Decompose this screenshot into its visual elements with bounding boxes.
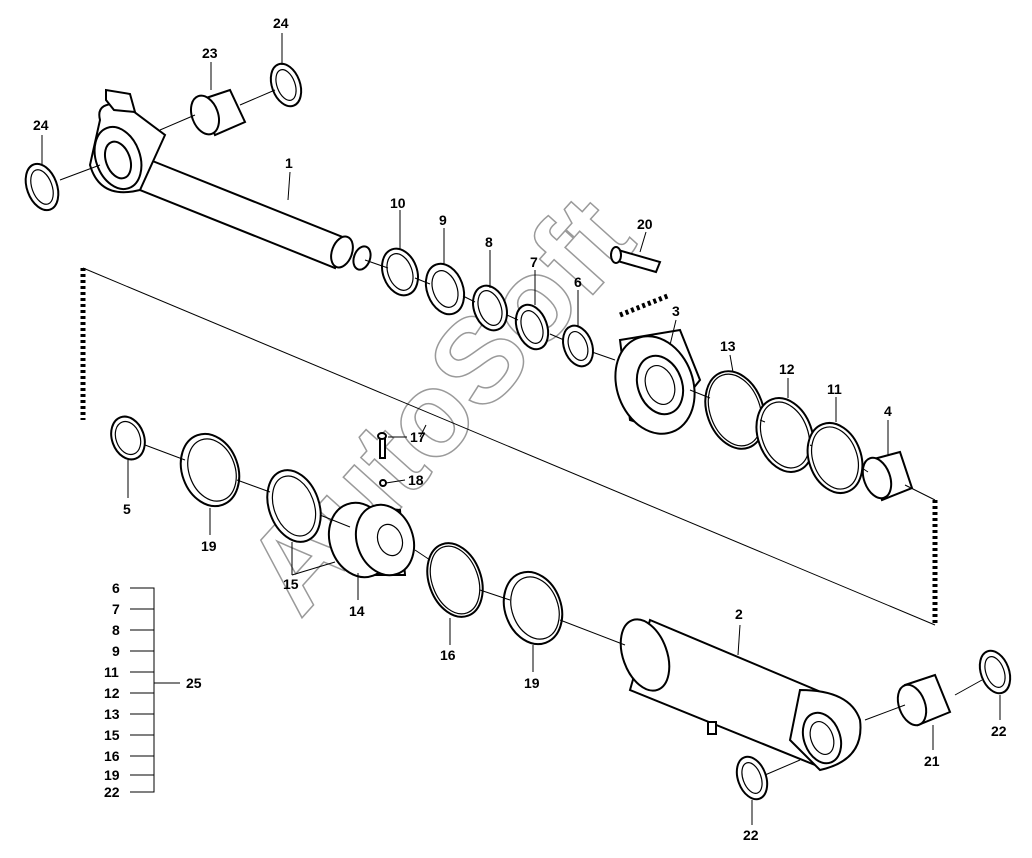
kit-item: 11 (104, 664, 119, 680)
callout-19-right: 19 (524, 675, 540, 691)
callout-10: 10 (390, 195, 406, 211)
callout-5: 5 (123, 501, 131, 517)
callout-22-bottom: 22 (743, 827, 759, 843)
seal-ring-part-7 (514, 303, 550, 351)
callout-2: 2 (735, 606, 743, 622)
screw-part-17 (377, 432, 387, 459)
callout-14: 14 (349, 603, 365, 619)
callout-24-left: 24 (33, 117, 49, 133)
wear-ring-part-19-left (179, 432, 241, 508)
kit-item: 7 (112, 601, 120, 617)
seal-ring-part-11 (806, 422, 864, 494)
seal-ring-part-5 (110, 415, 146, 461)
callout-23: 23 (202, 45, 218, 61)
seal-ring-part-16 (426, 542, 484, 618)
callout-21: 21 (924, 753, 940, 769)
callout-3: 3 (672, 303, 680, 319)
callout-9: 9 (439, 212, 447, 228)
bushing-part-21 (896, 673, 952, 727)
callout-16: 16 (440, 647, 456, 663)
seal-ring-part-24-top (269, 62, 303, 108)
cylinder-head-part-3 (614, 328, 702, 435)
callout-7: 7 (530, 254, 538, 270)
callout-15: 15 (283, 576, 299, 592)
callout-8: 8 (485, 234, 493, 250)
seal-ring-part-6 (562, 324, 594, 368)
wear-ring-part-19-right (502, 570, 564, 646)
callout-13: 13 (720, 338, 736, 354)
bushing-part-4 (861, 450, 914, 502)
kit-item: 8 (112, 622, 120, 638)
assembly-axis-lines (59, 89, 983, 776)
callout-labels: 24 23 24 1 10 9 8 7 6 20 3 13 12 11 4 17… (33, 15, 1007, 843)
callout-22-right: 22 (991, 723, 1007, 739)
kit-item: 19 (104, 767, 120, 783)
kit-item: 13 (104, 706, 120, 722)
seal-ring-part-22-bottom (735, 755, 769, 801)
seal-ring-part-12 (755, 397, 815, 473)
callout-1: 1 (285, 155, 293, 171)
callout-19-left: 19 (201, 538, 217, 554)
bushing-part-23 (189, 88, 247, 137)
kit-item: 15 (104, 727, 120, 743)
callout-11: 11 (827, 381, 842, 397)
kit-label-25: 25 (186, 675, 202, 691)
callout-6: 6 (574, 274, 582, 290)
ball-part-18 (379, 479, 387, 487)
kit-item: 12 (104, 685, 120, 701)
callout-20: 20 (637, 216, 653, 232)
callout-leaders (41, 33, 1001, 825)
seal-ring-part-9 (424, 262, 466, 316)
seal-ring-part-10 (381, 247, 419, 297)
bolt-part-20 (610, 246, 662, 274)
callout-4: 4 (884, 403, 892, 419)
kit-item: 9 (112, 643, 120, 659)
piston-part-14 (327, 501, 416, 579)
piston-rod-part-1 (88, 88, 372, 271)
seal-ring-part-24-left (24, 162, 60, 212)
cylinder-tube-part-2 (619, 618, 862, 772)
callout-24-top: 24 (273, 15, 289, 31)
callout-12: 12 (779, 361, 795, 377)
seal-ring-part-13 (704, 370, 766, 450)
callout-17: 17 (410, 429, 426, 445)
seal-ring-part-8 (472, 284, 508, 332)
kit-item: 16 (104, 748, 120, 764)
kit-list: 25 6 7 8 9 11 12 13 15 16 19 22 (104, 580, 202, 800)
kit-item: 22 (104, 784, 120, 800)
callout-18: 18 (408, 472, 424, 488)
seal-ring-part-22-right (978, 649, 1012, 695)
kit-item: 6 (112, 580, 120, 596)
